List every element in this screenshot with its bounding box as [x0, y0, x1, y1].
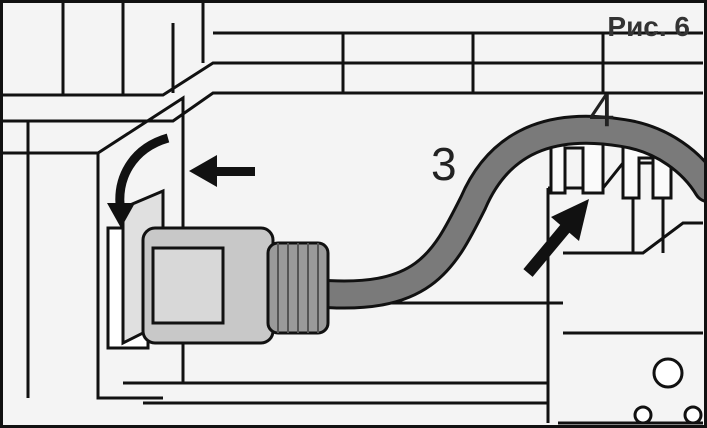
callout-label-hose: 3: [431, 138, 457, 190]
arrow-icon: [523, 199, 589, 277]
appliance-housing: [3, 3, 703, 425]
hose-icon: [298, 114, 704, 310]
arrow-icon: [189, 155, 255, 187]
illustration-drawing: [3, 3, 704, 425]
connector-icon: [106, 188, 330, 350]
figure-title: Рис. 6: [607, 11, 690, 42]
rotate-arrow-icon: [107, 133, 170, 228]
clip-icon: [549, 131, 673, 200]
screw-icon: [633, 357, 703, 425]
callout-label-clip: 4: [589, 84, 615, 136]
